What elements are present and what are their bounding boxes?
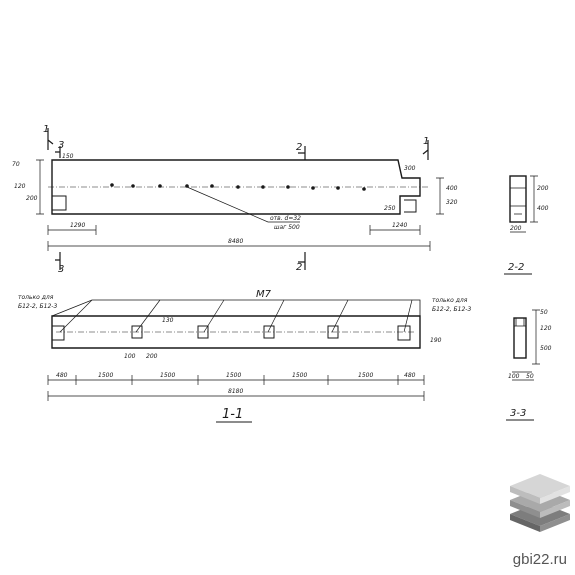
spacing: 1500 (160, 372, 175, 379)
callout-step: шаг 500 (274, 224, 300, 231)
section-2-2: 200 400 200 2-2 (504, 175, 549, 275)
section-3-3: 50 120 500 100 50 3-3 (506, 309, 552, 421)
section-3-3-dim: 500 (540, 345, 552, 352)
hole (110, 183, 114, 187)
section-2-2-dim: 200 (510, 225, 522, 232)
dim-small: 150 (62, 153, 74, 160)
dim-total-plan: 8180 (228, 388, 243, 395)
svg-text:2: 2 (296, 142, 302, 153)
dim-total: 8480 (228, 238, 243, 245)
spacing: 1500 (358, 372, 373, 379)
section-2-2-dim: 200 (537, 185, 549, 192)
callout-leader (186, 186, 300, 223)
hole (131, 184, 135, 188)
section-3-3-dims (512, 309, 540, 381)
section-2-2-dim: 400 (537, 205, 549, 212)
hole (311, 186, 315, 190)
plate (263, 325, 275, 339)
section-3-3-caption: 3-3 (510, 408, 526, 419)
hole (185, 184, 189, 188)
insert-dim: 190 (430, 337, 442, 344)
plan-top-edge (51, 299, 421, 317)
dimension-lines (36, 159, 444, 251)
dim-small: 400 (446, 185, 458, 192)
section-2-2-outline (509, 175, 527, 223)
plan-mark: М7 (256, 289, 272, 300)
left-end-block (52, 195, 67, 211)
note-left-line1: только для (18, 294, 54, 301)
insert-dim: 130 (162, 317, 174, 324)
dim-small: 200 (26, 195, 38, 202)
section-2-2-caption: 2-2 (508, 262, 524, 273)
spacing: 1500 (292, 372, 307, 379)
section-3-3-dim: 120 (540, 325, 552, 332)
dim-small: 250 (384, 205, 396, 212)
section-2-2-dims (510, 175, 538, 233)
dim-small: 300 (404, 165, 416, 172)
spacing: 1500 (226, 372, 241, 379)
spacing: 480 (56, 372, 68, 379)
section-3-3-dim: 50 (526, 373, 534, 380)
spacing: 480 (404, 372, 416, 379)
section-mark-2-bottom: 2 (296, 252, 306, 273)
svg-text:3: 3 (58, 264, 64, 275)
hole (210, 184, 214, 188)
section-3-3-outline (513, 317, 527, 359)
stacked-slabs-logo-icon (510, 474, 570, 532)
holes-row (110, 183, 366, 191)
plate (397, 325, 411, 341)
plan-caption: 1-1 (222, 407, 243, 422)
section-mark-1-left: 1 (43, 124, 54, 150)
spacing: 1500 (98, 372, 113, 379)
dim-end-left: 1290 (70, 222, 85, 229)
plate (131, 325, 143, 339)
beam-elevation: отв. d=32 шаг 500 1 1 2 2 3 3 1290 (12, 124, 458, 275)
plate (51, 325, 65, 341)
svg-text:3: 3 (58, 140, 64, 151)
section-mark-1-right: 1 (422, 136, 429, 160)
note-left-line2: Б12-2, Б12-3 (18, 303, 57, 310)
section-mark-2-top: 2 (296, 142, 306, 160)
beam-outline (51, 159, 421, 215)
svg-text:1: 1 (43, 124, 49, 135)
plate (327, 325, 339, 339)
hole (236, 185, 240, 189)
dim-small: 70 (12, 161, 20, 168)
insert-dim: 200 (146, 353, 158, 360)
dim-small: 120 (14, 183, 26, 190)
section-2-2-inner (510, 187, 526, 215)
watermark: gbi22.ru (512, 551, 567, 568)
hole (158, 184, 162, 188)
spacing-dimension-line (47, 375, 425, 401)
section-3-3-dim: 100 (508, 373, 520, 380)
plate (197, 325, 209, 339)
section-3-3-inner (512, 318, 532, 373)
section-mark-3-bottom: 3 (55, 252, 64, 275)
note-right-line2: Б12-2, Б12-3 (432, 306, 471, 313)
hole (261, 185, 265, 189)
right-end-block (404, 199, 417, 213)
note-right-line1: только для (432, 297, 468, 304)
dim-small: 320 (446, 199, 458, 206)
embedded-plates (51, 325, 411, 341)
hole (336, 186, 340, 190)
beam-plan: только для Б12-2, Б12-3 только для Б12-2… (18, 289, 471, 423)
hole (286, 185, 290, 189)
dim-end-right: 1240 (392, 222, 407, 229)
callout-holes: отв. d=32 (270, 215, 301, 222)
hole (362, 187, 366, 191)
section-mark-3-top: 3 (55, 140, 64, 158)
svg-text:2: 2 (296, 262, 302, 273)
section-3-3-dim: 50 (540, 309, 548, 316)
insert-dim: 100 (124, 353, 136, 360)
plan-diagonals (59, 299, 413, 333)
svg-text:1: 1 (423, 136, 429, 147)
